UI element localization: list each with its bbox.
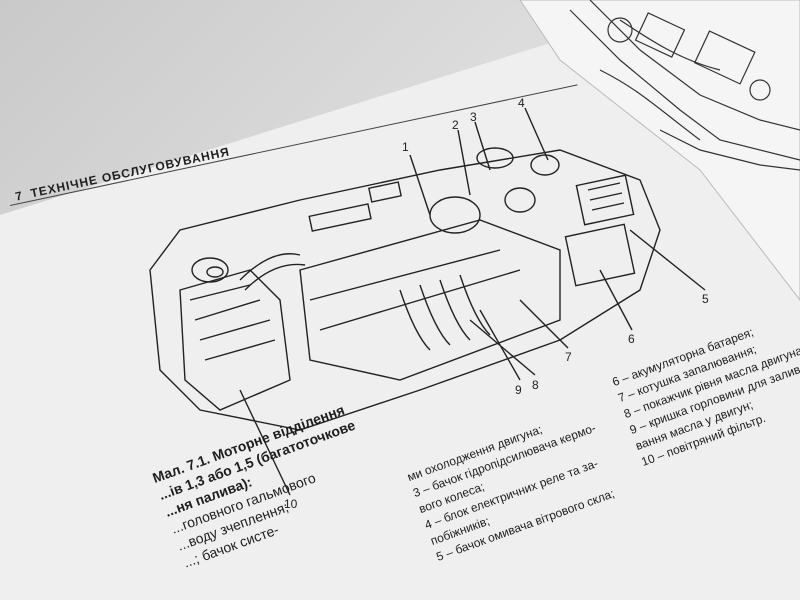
callout-7: 7 [565, 350, 572, 364]
callout-8: 8 [532, 378, 539, 392]
callout-1: 1 [402, 140, 409, 154]
callout-2: 2 [452, 118, 459, 132]
callout-4: 4 [518, 96, 525, 110]
callout-5: 5 [702, 292, 709, 306]
callout-6: 6 [628, 332, 635, 346]
callout-10: 10 [284, 497, 298, 511]
callout-9: 9 [515, 383, 522, 397]
callout-3: 3 [470, 110, 477, 124]
